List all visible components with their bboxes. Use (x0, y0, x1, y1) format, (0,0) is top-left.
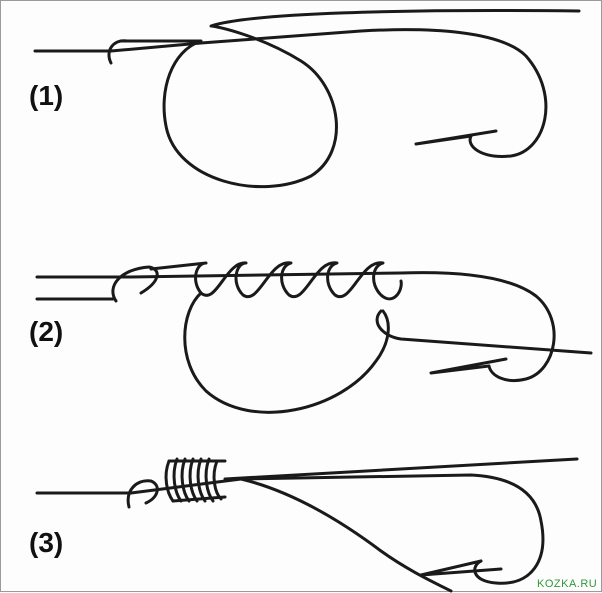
line-3-tag (239, 477, 453, 593)
hook-2-eye (111, 265, 159, 303)
line-2-tag (375, 309, 593, 355)
step-3-label: (3) (29, 527, 63, 558)
hook-3 (35, 473, 545, 585)
hook-1-barb (414, 129, 498, 146)
step-3-wraps (164, 457, 227, 503)
step-2-drawing (35, 261, 593, 414)
line-2-wraps (149, 261, 403, 301)
hook-2-barb (429, 357, 508, 375)
step-1-label: (1) (29, 80, 63, 111)
hook-2 (35, 271, 556, 382)
line-3-standing (223, 457, 579, 481)
line-1-loop (119, 9, 581, 189)
hook-1 (33, 28, 548, 158)
hook-3-barb (419, 559, 503, 577)
hook-3-eye (126, 479, 159, 509)
step-2-label: (2) (29, 316, 63, 347)
step-1-drawing (33, 9, 581, 189)
step-3-drawing (35, 457, 579, 593)
line-2-loop (183, 291, 390, 414)
watermark-text: KOZKA.RU (537, 578, 597, 590)
